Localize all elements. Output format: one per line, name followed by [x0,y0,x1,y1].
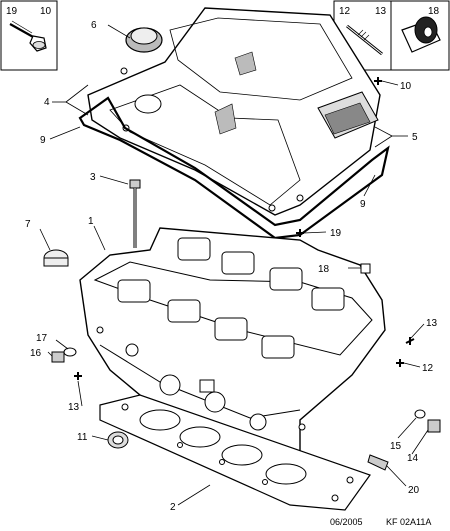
callout-9-left: 9 [40,135,46,146]
footer-code: KF 02A11A [386,517,431,527]
fastener-symbols [74,77,415,380]
callouts: 6 4 9 3 10 5 9 1 7 19 18 13 12 17 16 13 … [25,20,438,513]
callout-3: 3 [90,172,96,183]
callout-4: 4 [44,97,50,108]
callout-11: 11 [77,432,88,443]
inset-left: 19 10 [0,0,58,71]
callout-10-main: 10 [400,81,412,92]
callout-1: 1 [88,216,94,227]
callout-18: 18 [318,264,330,275]
callout-7: 7 [25,219,31,230]
stud-icon [346,24,383,56]
bolt-icon [9,20,47,52]
inset-left-label-10: 10 [40,6,52,17]
callout-2: 2 [170,502,176,513]
head-gasket [99,394,371,511]
callout-9-right: 9 [360,199,366,210]
blanking-plug [43,249,69,267]
small-fittings [51,347,441,471]
footer-date: 06/2005 [330,517,363,527]
callout-13-left: 13 [68,402,80,413]
oil-cap [125,27,163,53]
callout-13-right: 13 [426,318,438,329]
inset-right-label-18: 18 [428,6,440,17]
seal-ring [107,431,129,449]
inset-right-label-12: 12 [339,6,351,17]
callout-17: 17 [36,333,48,344]
callout-5: 5 [412,132,418,143]
callout-16: 16 [30,348,42,359]
callout-20: 20 [408,485,420,496]
inset-right-label-13: 13 [375,6,387,17]
callout-12: 12 [422,363,434,374]
head-bolt [129,179,141,248]
inset-left-label-19: 19 [6,6,18,17]
dowel-icon [401,16,441,53]
callout-14: 14 [407,453,419,464]
rocker-cover [87,7,381,216]
callout-19: 19 [330,228,342,239]
leader-lines [39,24,429,506]
callout-6: 6 [91,20,97,31]
cover-gasket [78,96,390,240]
callout-15: 15 [390,441,402,452]
